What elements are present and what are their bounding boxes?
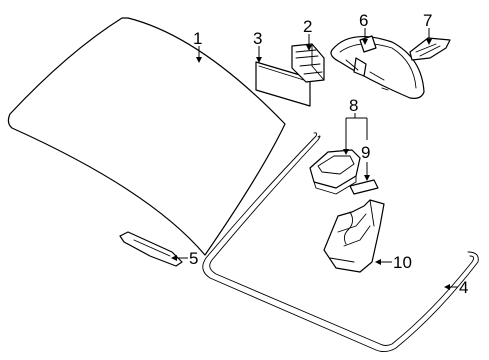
- rear-view-mirror-part: [330, 35, 425, 99]
- callout-1: 1: [193, 29, 202, 48]
- callout-7: 7: [423, 11, 432, 30]
- windshield-glass: [7, 17, 286, 256]
- callout-5: 5: [189, 249, 198, 268]
- windshield-molding-part: [202, 132, 479, 353]
- callout-4: 4: [459, 278, 468, 297]
- label-strip-part: [255, 61, 311, 107]
- sensor-pad-part: [349, 179, 379, 195]
- callout-2: 2: [303, 17, 312, 36]
- rain-sensor-housing-part: [309, 149, 361, 195]
- cowl-cover-part: [119, 231, 183, 267]
- callout-3: 3: [253, 29, 262, 48]
- mirror-mount-part: [409, 37, 451, 61]
- callout-10: 10: [393, 253, 412, 272]
- callout-9: 9: [361, 143, 370, 162]
- callout-6: 6: [359, 11, 368, 30]
- sensor-cover-part: [323, 199, 385, 273]
- leader-bracket-8: [343, 113, 368, 155]
- callout-8: 8: [349, 96, 358, 115]
- sensor-bracket-part: [291, 43, 325, 83]
